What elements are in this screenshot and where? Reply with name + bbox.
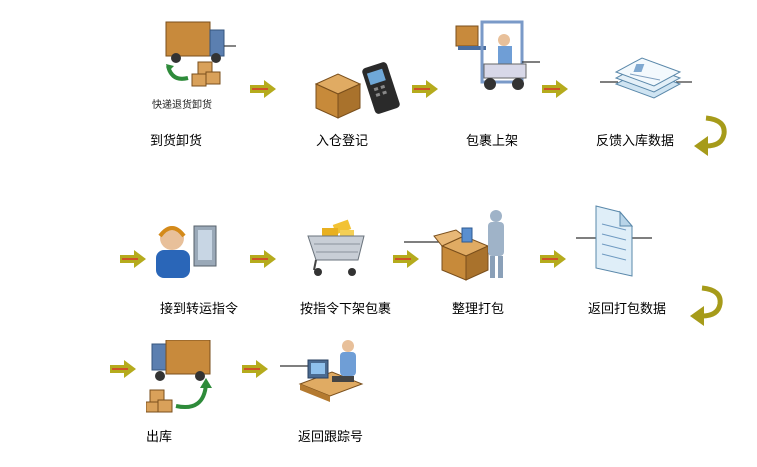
outbound-truck-icon (146, 340, 212, 413)
operator-headset-icon (156, 225, 217, 278)
step-label: 反馈入库数据 (596, 134, 675, 149)
step-label: 整理打包 (452, 302, 505, 317)
step-label: 包裹上架 (466, 134, 519, 149)
flow-arrow-icon (250, 250, 276, 268)
forklift-icon (455, 20, 540, 90)
step-label: 返回打包数据 (588, 302, 667, 317)
document-icon (576, 205, 652, 277)
uturn-arrow-icon (690, 285, 723, 326)
step-label: 到货卸货 (150, 134, 203, 149)
flow-arrow-icon (120, 250, 146, 268)
step-label: 接到转运指令 (160, 302, 239, 317)
step-label: 入仓登记 (316, 134, 369, 149)
delivery-truck-icon (165, 21, 236, 87)
flow-arrow-icon (110, 360, 136, 378)
flow-arrow-icon (540, 250, 566, 268)
flow-arrow-icon (250, 80, 276, 98)
computer-worker-icon (280, 340, 364, 402)
flow-arrow-icon (542, 80, 568, 98)
step-label: 返回跟踪号 (298, 430, 364, 445)
step-label: 按指令下架包裹 (300, 302, 392, 317)
flow-arrow-icon (412, 80, 438, 98)
packing-worker-icon (404, 210, 504, 281)
step-caption: 快递退货卸货 (152, 100, 212, 111)
uturn-arrow-icon (694, 115, 727, 156)
shopping-cart-icon (307, 219, 365, 276)
flow-arrow-icon (242, 360, 268, 378)
data-cards-icon (600, 57, 692, 99)
box-scanner-icon (314, 62, 400, 119)
flow-arrow-icon (393, 250, 419, 268)
step-label: 出库 (146, 430, 173, 445)
